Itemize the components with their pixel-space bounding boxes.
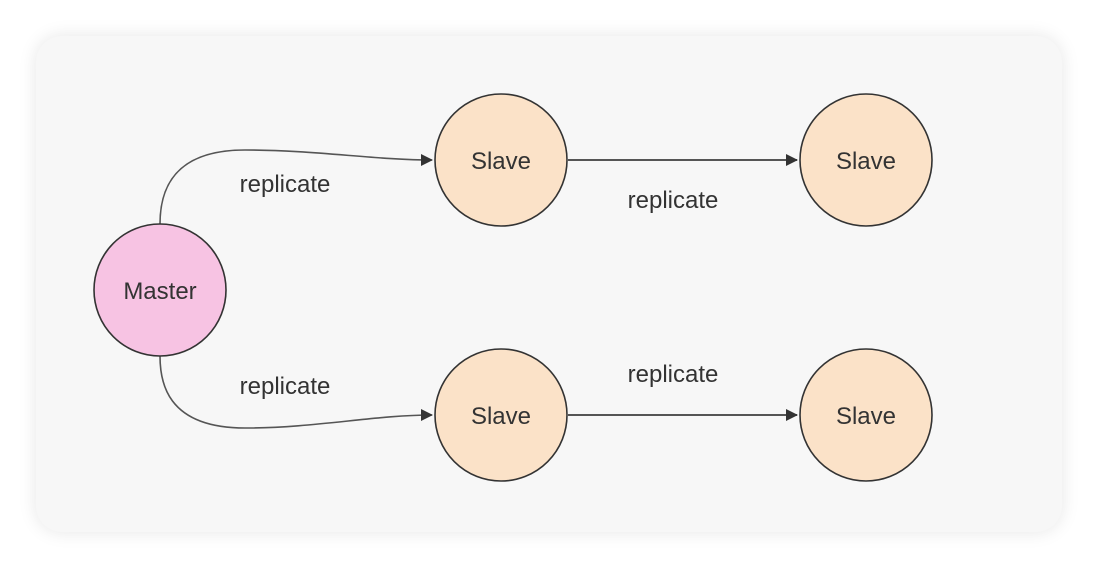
slave-node-top-1[interactable]: Slave [434, 93, 568, 227]
edge-master-to-bottom-slave [159, 355, 433, 429]
slave-node-bottom-1[interactable]: Slave [434, 348, 568, 482]
slave-node-top-1-label: Slave [471, 148, 531, 175]
master-node[interactable]: Master [93, 223, 227, 357]
slave-node-bottom-1-label: Slave [471, 403, 531, 430]
edge-label-master-to-bottom: replicate [240, 373, 331, 400]
slave-node-bottom-2-label: Slave [836, 403, 896, 430]
edge-label-top-chain: replicate [628, 187, 719, 214]
slave-node-top-2-label: Slave [836, 148, 896, 175]
slave-node-top-2[interactable]: Slave [799, 93, 933, 227]
slave-node-bottom-2[interactable]: Slave [799, 348, 933, 482]
edge-label-master-to-top: replicate [240, 171, 331, 198]
edge-label-bottom-chain: replicate [628, 361, 719, 388]
master-node-label: Master [123, 278, 196, 305]
edge-master-to-top-slave [159, 149, 433, 225]
